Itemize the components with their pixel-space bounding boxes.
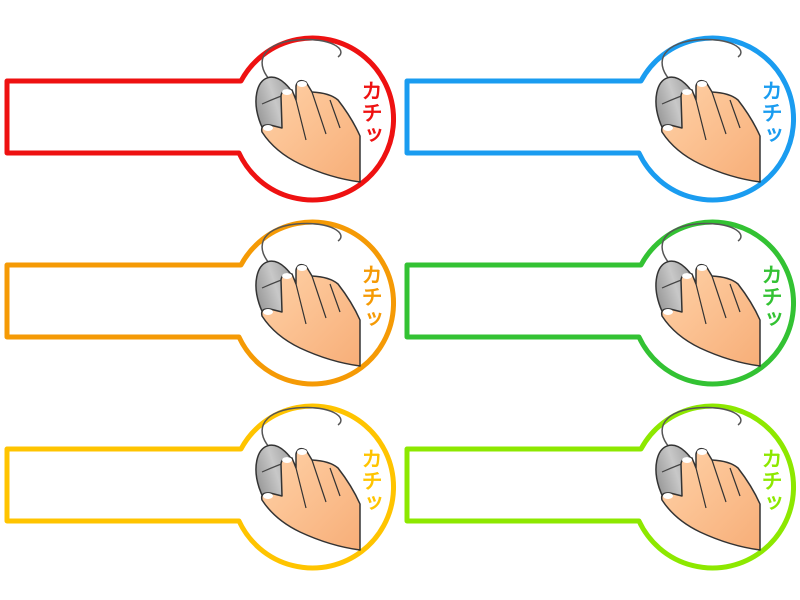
finger-lines — [295, 275, 341, 325]
hand-icon — [260, 79, 361, 183]
mouse-click-hand-icon — [255, 38, 361, 183]
fingernail — [697, 265, 707, 271]
mouse-cord-icon — [261, 406, 342, 451]
click-sound-text: カチッ — [359, 80, 383, 146]
mouse-click-hand-icon — [655, 406, 761, 551]
fingernail — [282, 457, 292, 463]
click-sound-text: カチッ — [759, 80, 783, 146]
fingernail — [263, 125, 273, 131]
finger-lines — [695, 91, 741, 141]
hand-icon — [260, 263, 361, 367]
click-sound-text: カチッ — [759, 264, 783, 330]
fingernail — [682, 89, 692, 95]
mouse-click-hand-icon — [255, 222, 361, 367]
fingernail — [263, 493, 273, 499]
finger-lines — [295, 459, 341, 509]
label-tag — [4, 403, 396, 571]
mouse-cord-icon — [661, 38, 742, 83]
hand-icon — [660, 447, 761, 551]
fingernail — [282, 273, 292, 279]
fingernail — [697, 449, 707, 455]
mouse-click-hand-icon — [655, 222, 761, 367]
fingernail — [682, 273, 692, 279]
finger-lines — [695, 275, 741, 325]
label-tag — [404, 35, 796, 203]
mouse-click-hand-icon — [255, 406, 361, 551]
label-tag — [404, 403, 796, 571]
fingernail — [663, 493, 673, 499]
fingernail — [682, 457, 692, 463]
fingernail — [263, 309, 273, 315]
finger-lines — [695, 459, 741, 509]
mouse-click-hand-icon — [655, 38, 761, 183]
fingernail — [297, 449, 307, 455]
finger-lines — [295, 91, 341, 141]
mouse-cord-icon — [661, 406, 742, 451]
label-tag — [4, 35, 396, 203]
label-tag — [4, 219, 396, 387]
fingernail — [663, 309, 673, 315]
click-sound-text: カチッ — [359, 448, 383, 514]
hand-icon — [660, 79, 761, 183]
fingernail — [697, 81, 707, 87]
hand-icon — [660, 263, 761, 367]
mouse-cord-icon — [661, 222, 742, 267]
label-tag — [404, 219, 796, 387]
mouse-cord-icon — [261, 222, 342, 267]
fingernail — [297, 81, 307, 87]
fingernail — [282, 89, 292, 95]
fingernail — [663, 125, 673, 131]
hand-icon — [260, 447, 361, 551]
fingernail — [297, 265, 307, 271]
click-sound-text: カチッ — [359, 264, 383, 330]
mouse-cord-icon — [261, 38, 342, 83]
click-sound-text: カチッ — [759, 448, 783, 514]
